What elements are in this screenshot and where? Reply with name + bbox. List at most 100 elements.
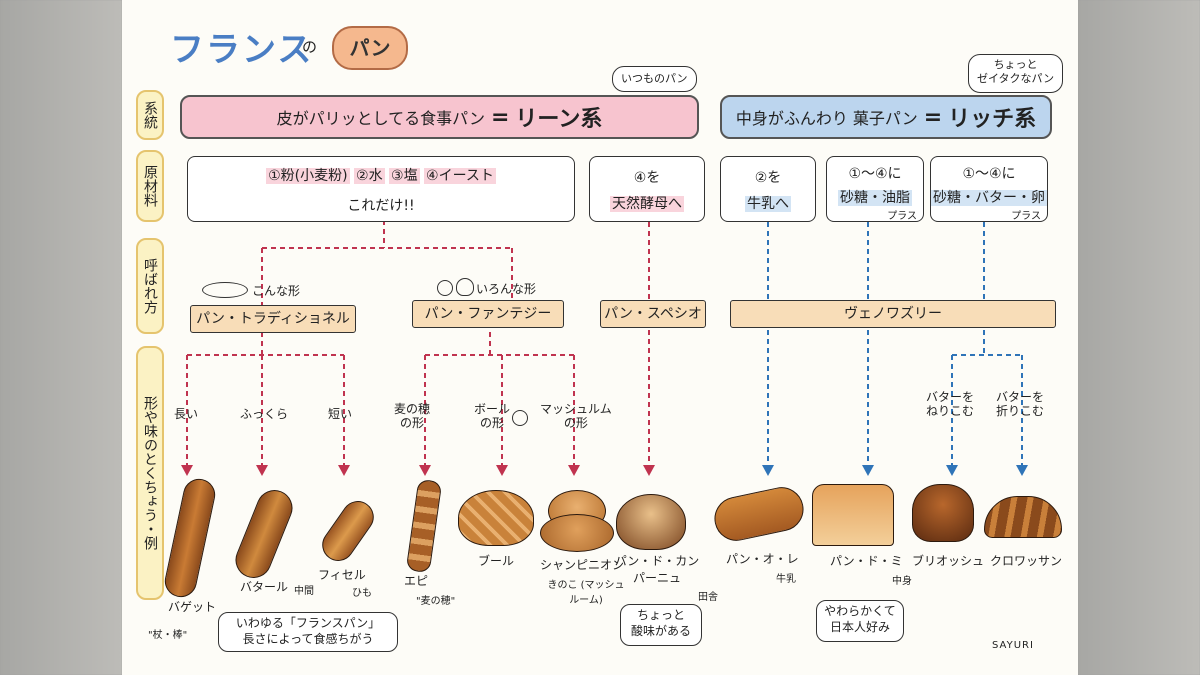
blurred-background-right: [1078, 0, 1200, 675]
ingredients-natural-yeast: ④を 天然酵母へ: [589, 156, 705, 222]
sugar-plus: プラス: [887, 211, 917, 222]
bread-name-pain-au-lait: パン・オ・レ: [726, 552, 799, 566]
feature-wheat: 麦の穂 の形: [394, 402, 430, 430]
title-france: フランス: [170, 30, 314, 70]
bread-note-campagne: 田舎: [698, 592, 718, 603]
bread-name-croissant: クロワッサン: [990, 554, 1063, 568]
rich-description: 中身がふんわり 菓子パン: [735, 109, 918, 128]
note-sour-line1: ちょっと: [636, 608, 685, 622]
natural-line1: ④を: [633, 170, 661, 186]
row-label-ingredients: 原材料: [136, 150, 164, 222]
oval-shape-icon: [202, 282, 248, 298]
ingredients-butter-egg: ①〜④に 砂糖・バター・卵 プラス: [930, 156, 1048, 222]
ingredients-milk: ②を 牛乳へ: [720, 156, 816, 222]
lean-system-banner: 皮がパリッとしてる食事パン = リーン系: [180, 95, 699, 139]
feature-short: 短い: [328, 407, 353, 421]
bread-name-boule: ブール: [478, 554, 515, 568]
feature-knead-butter: バターを ねりこむ: [926, 390, 974, 418]
ingredients-sugar-fat: ①〜④に 砂糖・油脂 プラス: [826, 156, 924, 222]
bread-name-epi: エピ: [404, 574, 429, 588]
bread-name-batard: バタール: [240, 580, 289, 594]
croissant-illustration: [984, 496, 1062, 538]
trad-shape-label: こんな形: [252, 284, 301, 298]
butter-plus: プラス: [1011, 211, 1041, 222]
bread-name-ficelle: フィセル: [318, 568, 366, 582]
feature-fluffy: ふっくら: [240, 407, 289, 421]
bread-note-pain-au-lait: 牛乳: [776, 574, 796, 585]
ball-line2: の形: [480, 416, 505, 430]
natural-line2: 天然酵母へ: [610, 196, 684, 212]
milk-line2: 牛乳へ: [745, 196, 791, 212]
butter-line2: 砂糖・バター・卵: [931, 190, 1047, 206]
rich-bubble-line2: ゼイタクなパン: [977, 72, 1055, 85]
pain-de-mie-illustration: [812, 484, 894, 546]
brioche-illustration: [912, 484, 974, 542]
feature-mushroom: マッシュルム の形: [540, 402, 612, 430]
champignon-illustration: [540, 514, 614, 552]
mushroom-line1: マッシュルム: [540, 402, 612, 416]
knead-line1: バターを: [926, 390, 975, 404]
note-soft-line1: やわらかくて: [824, 604, 896, 618]
circle-shape-icon: [437, 280, 453, 296]
fold-line1: バターを: [996, 390, 1045, 404]
mushroom-line2: の形: [563, 416, 588, 430]
bread-note-ficelle: ひも: [352, 588, 372, 599]
rich-system-banner: 中身がふんわり 菓子パン = リッチ系: [720, 95, 1052, 139]
rich-equals: =: [923, 104, 943, 130]
connector-lines: [181, 220, 1028, 476]
note-sour: ちょっと 酸味がある: [620, 604, 702, 646]
note-french-bread: いわゆる「フランスパン」 長さによって食感ちがう: [218, 612, 398, 652]
ingredient-yeast: ④イースト: [424, 168, 496, 184]
signature: SAYURI: [992, 640, 1034, 651]
butter-line1: ①〜④に: [962, 166, 1016, 182]
note-soft: やわらかくて 日本人好み: [816, 600, 904, 642]
fold-line2: 折りこむ: [996, 404, 1045, 418]
title-bread: パン: [332, 26, 408, 70]
lean-description: 皮がパリッとしてる食事パン: [276, 109, 485, 128]
rich-bubble: ちょっと ゼイタクなパン: [968, 54, 1064, 93]
illustration-paper: フランス の パン 系統 原材料 呼ばれ方 形や味のとくちょう・例 いつものパン…: [122, 0, 1078, 675]
rich-bubble-line1: ちょっと: [993, 58, 1038, 71]
row-label-features: 形や味のとくちょう・例: [136, 346, 164, 600]
bread-note-pain-de-mie: 中身: [892, 576, 912, 587]
bread-name-champignon: シャンピニオン: [540, 558, 625, 572]
row-label-lineage: 系統: [136, 90, 164, 140]
campagne-illustration: [616, 494, 686, 550]
row-label-called: 呼ばれ方: [136, 238, 164, 334]
bread-note-batard: 中間: [294, 586, 314, 597]
name-special: パン・スペシオ: [600, 300, 706, 328]
bread-note-epi: "麦の穂": [416, 596, 456, 607]
note-french-line2: 長さによって食感ちがう: [242, 632, 374, 646]
rich-system-name: リッチ系: [948, 107, 1037, 132]
fant-shape-label: いろんな形: [476, 282, 537, 296]
feature-ball: ボール の形: [474, 402, 510, 430]
knead-line2: ねりこむ: [926, 404, 975, 418]
bread-name-brioche: ブリオッシュ: [912, 554, 985, 568]
lean-bubble: いつものパン: [612, 66, 697, 92]
lean-equals: =: [490, 104, 510, 130]
ingredient-salt: ③塩: [389, 168, 420, 184]
name-viennoiserie: ヴェノワズリー: [730, 300, 1056, 328]
name-fantaisie: パン・ファンテジー: [412, 300, 564, 328]
bread-name-campagne: パン・ド・カンパーニュ: [614, 554, 700, 585]
ingredients-only-these: これだけ!!: [347, 198, 415, 214]
bread-note-baguette: "杖・棒": [148, 630, 188, 641]
note-french-line1: いわゆる「フランスパン」: [235, 616, 381, 630]
lean-system-name: リーン系: [515, 107, 603, 132]
cloud-shape-icon: [456, 278, 474, 296]
bread-name-pain-de-mie: パン・ド・ミ: [830, 554, 903, 568]
sugar-line2: 砂糖・油脂: [838, 190, 912, 206]
ball-shape-icon: [512, 410, 528, 426]
blurred-background-left: [0, 0, 122, 675]
note-sour-line2: 酸味がある: [630, 624, 691, 638]
note-soft-line2: 日本人好み: [829, 620, 890, 634]
ingredients-basic: ①粉(小麦粉) ②水 ③塩 ④イースト これだけ!!: [187, 156, 575, 222]
feature-fold-butter: バターを 折りこむ: [996, 390, 1044, 418]
feature-long: 長い: [174, 407, 199, 421]
name-traditionnel: パン・トラディショネル: [190, 305, 356, 333]
wheat-line1: 麦の穂: [394, 402, 431, 416]
title-no: の: [302, 38, 318, 56]
sugar-line1: ①〜④に: [848, 166, 902, 182]
bread-note-champignon: きのこ (マッシュルーム): [547, 580, 625, 606]
ball-line1: ボール: [474, 402, 511, 416]
